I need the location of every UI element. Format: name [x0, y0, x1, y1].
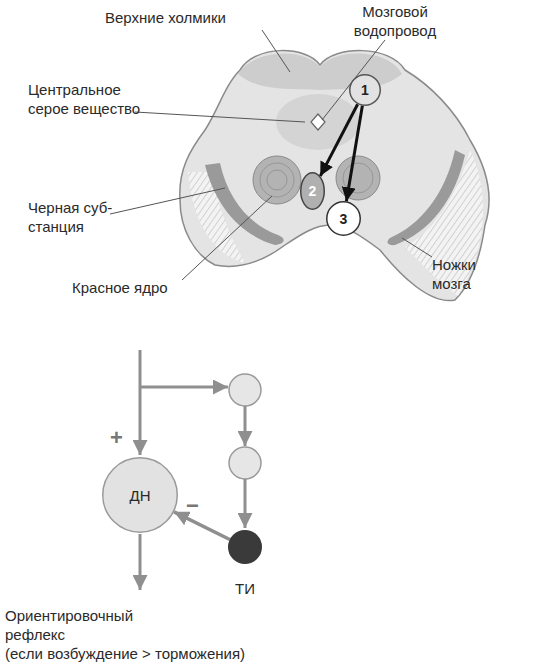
- connector-arrow: [346, 106, 362, 201]
- node-shape: [350, 75, 381, 106]
- part-label: Верхние холмики: [105, 8, 275, 27]
- callout-number: 1: [349, 74, 381, 106]
- callout-number: 2: [300, 172, 325, 210]
- connector-arrow: [174, 512, 230, 540]
- part-label: Ножки мозга: [432, 255, 494, 293]
- output-arrow: [139, 534, 142, 590]
- node-shape: [301, 173, 325, 210]
- connector-arrow: [320, 104, 357, 176]
- node-outline: [228, 530, 262, 564]
- red-nucleus-ring: [343, 163, 373, 193]
- relay-arrow: [244, 406, 247, 446]
- neuron-circle: ДН: [102, 457, 178, 533]
- inhibitory-neuron: ТИ: [228, 530, 262, 564]
- node-caption: ТИ: [208, 579, 282, 598]
- red-nucleus-ring: [267, 170, 287, 190]
- leader-line: [402, 238, 432, 257]
- aqueduct: [311, 114, 325, 130]
- sign-label: −: [186, 494, 216, 518]
- red-nucleus-left: [253, 156, 301, 204]
- node-text: 1: [349, 81, 381, 99]
- leader-line: [322, 40, 385, 120]
- central-gray: [276, 94, 360, 150]
- callout-number: 3: [326, 201, 361, 236]
- node-shape: [327, 202, 361, 236]
- red-nucleus-right: [336, 156, 380, 200]
- node-shape: [229, 531, 262, 564]
- node-text: ДН: [102, 486, 178, 505]
- part-label: Центральное серое вещество: [28, 80, 146, 118]
- relay-neuron: [229, 374, 261, 406]
- leader-line: [182, 196, 272, 280]
- relay-arrow: [244, 479, 247, 528]
- part-label: Черная суб- станция: [28, 198, 123, 236]
- substantia-nigra-right: [388, 150, 465, 245]
- node-shape: [103, 458, 178, 533]
- input-arrow: [139, 350, 142, 455]
- leader-lines: [110, 30, 432, 280]
- node-text: 3: [326, 210, 361, 228]
- red-nucleus-ring: [260, 163, 294, 197]
- part-label: Красное ядро: [72, 278, 202, 297]
- part-label: (если возбуждение > торможения): [5, 644, 325, 663]
- leader-line: [110, 188, 225, 214]
- leader-line: [262, 30, 290, 72]
- relay-neuron: [229, 447, 261, 479]
- leader-line: [135, 112, 305, 122]
- node-text: 2: [300, 182, 325, 200]
- part-label: Ориентировочный рефлекс: [5, 606, 145, 644]
- part-label: Мозговой водопровод: [340, 2, 450, 40]
- sign-label: +: [110, 426, 140, 450]
- branch-arrow: [140, 386, 228, 389]
